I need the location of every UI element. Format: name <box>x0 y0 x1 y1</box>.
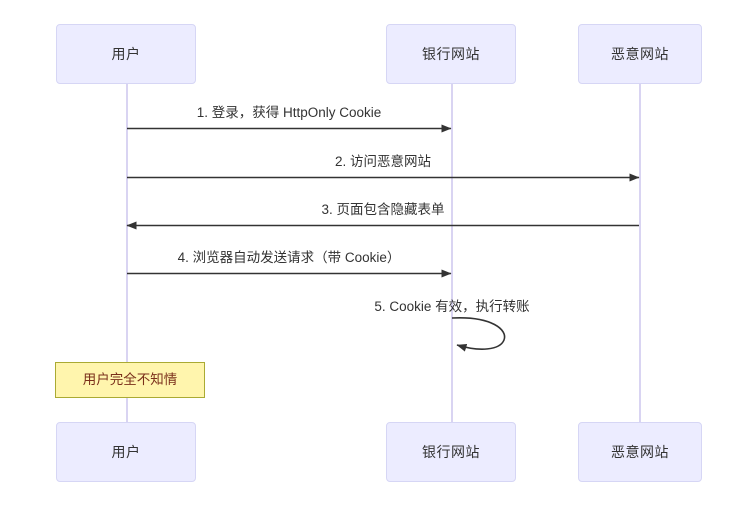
lifeline-user <box>126 84 128 422</box>
participant-user-top[interactable]: 用户 <box>56 24 196 84</box>
note-user-unaware[interactable]: 用户完全不知情 <box>55 362 205 398</box>
participant-label: 用户 <box>111 46 141 62</box>
message-arrow-5-self-loop <box>451 317 506 352</box>
note-label: 用户完全不知情 <box>82 372 178 388</box>
participant-user-bottom[interactable]: 用户 <box>56 422 196 482</box>
participant-bank-top[interactable]: 银行网站 <box>386 24 516 84</box>
lifeline-bank <box>451 84 453 422</box>
participant-label: 恶意网站 <box>611 444 669 460</box>
participant-evil-top[interactable]: 恶意网站 <box>578 24 702 84</box>
participant-bank-bottom[interactable]: 银行网站 <box>386 422 516 482</box>
message-label-3: 3. 页面包含隐藏表单 <box>321 202 445 217</box>
participant-label: 恶意网站 <box>611 46 669 62</box>
message-label-5: 5. Cookie 有效，执行转账 <box>374 299 530 314</box>
participant-label: 用户 <box>111 444 141 460</box>
participant-label: 银行网站 <box>422 444 480 460</box>
participant-evil-bottom[interactable]: 恶意网站 <box>578 422 702 482</box>
message-label-4: 4. 浏览器自动发送请求（带 Cookie） <box>177 250 401 265</box>
message-label-2: 2. 访问恶意网站 <box>334 154 432 169</box>
participant-label: 银行网站 <box>422 46 480 62</box>
message-label-1: 1. 登录，获得 HttpOnly Cookie <box>196 105 382 120</box>
lifeline-evil <box>639 84 641 422</box>
